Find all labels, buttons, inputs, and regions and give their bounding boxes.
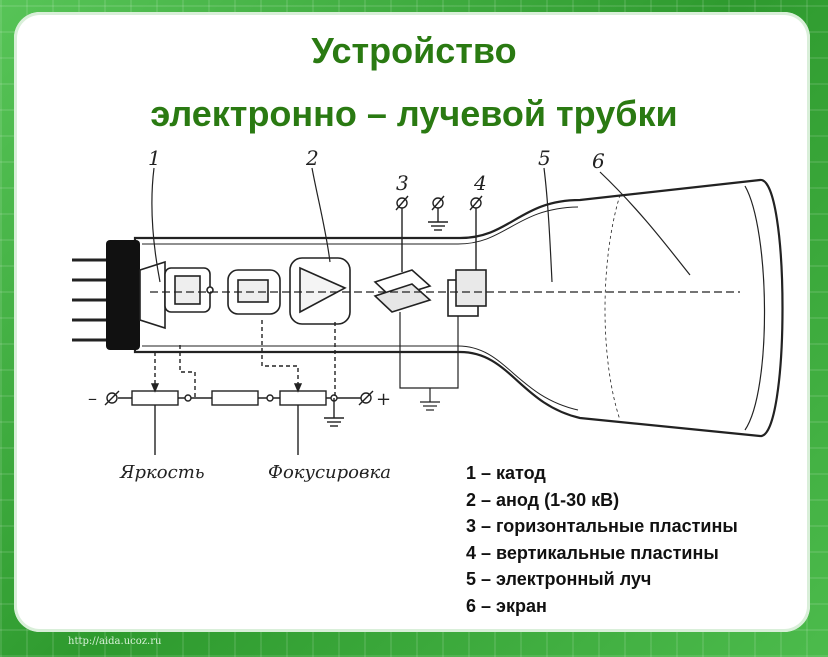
legend-item-vertical-plates: 4 – вертикальные пластины: [466, 542, 719, 563]
legend-item-screen: 6 – экран: [466, 595, 547, 616]
tube-envelope: [133, 178, 784, 438]
brightness-label: Яркость: [119, 462, 205, 483]
leader-lines: [151, 167, 691, 283]
title-line-2: электронно – лучевой трубки: [150, 93, 678, 134]
terminal-minus-label: –: [88, 388, 97, 409]
label-4: 4: [473, 171, 487, 195]
plate-terminals: [395, 195, 483, 272]
vertical-plates: [447, 269, 487, 317]
legend-item-cathode: 1 – катод: [466, 463, 546, 483]
control-circuit: [104, 320, 374, 455]
title-line-1: Устройство: [311, 30, 517, 71]
footer-url: http://aida.ucoz.ru: [68, 636, 162, 647]
tube-base: [72, 240, 140, 350]
anode: [227, 257, 351, 325]
label-1: 1: [148, 146, 161, 170]
legend-item-electron-beam: 5 – электронный луч: [466, 569, 652, 589]
plate-ground-wiring: [399, 312, 459, 411]
label-5: 5: [538, 146, 551, 170]
label-2: 2: [305, 146, 319, 170]
legend-list: 1 – катод 2 – анод (1-30 кВ) 3 – горизон…: [466, 460, 738, 619]
cathode: [139, 260, 214, 330]
legend-item-anode: 2 – анод (1-30 кВ): [466, 489, 620, 510]
legend-item-horizontal-plates: 3 – горизонтальные пластины: [466, 516, 738, 536]
terminal-plus-label: +: [376, 389, 391, 410]
label-3: 3: [396, 171, 409, 195]
label-6: 6: [592, 149, 605, 173]
focus-label: Фокусировка: [268, 462, 391, 483]
horizontal-plates: [373, 269, 432, 313]
